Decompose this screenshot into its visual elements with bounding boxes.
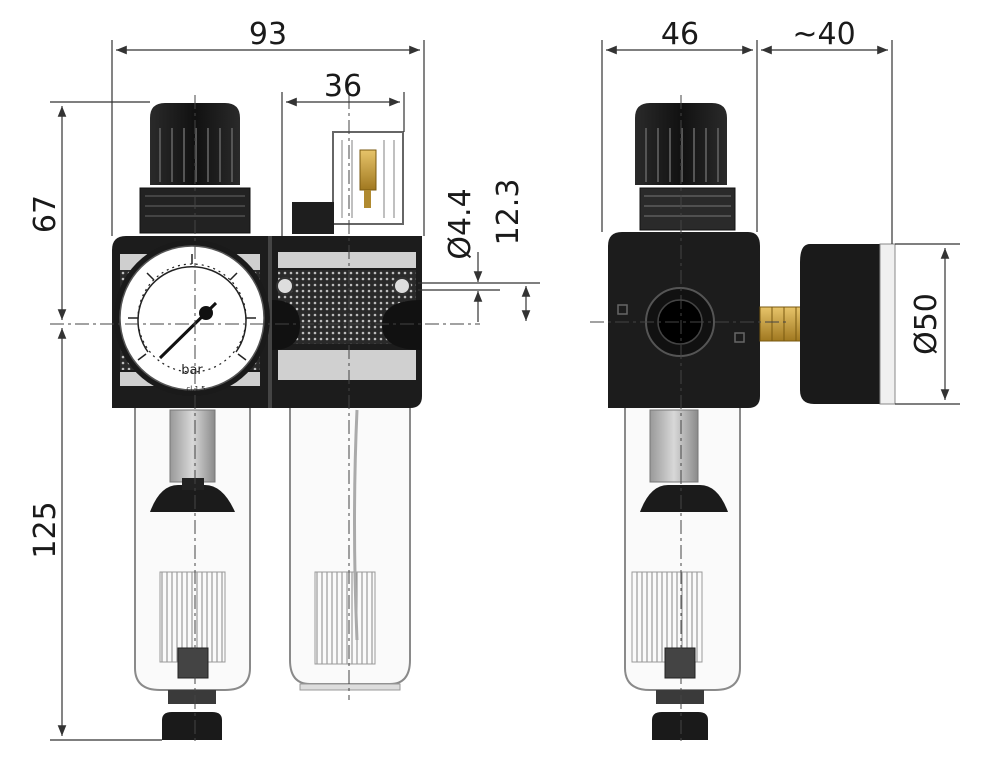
dim-lubricator-width: 36	[324, 69, 362, 104]
side-center-lines	[590, 95, 790, 745]
side-body	[608, 232, 760, 408]
dim-upper-height: 67	[28, 195, 63, 233]
dim-overall-width: 93	[249, 17, 287, 52]
dim-gauge-projection: ~40	[792, 17, 855, 52]
center-lines	[50, 95, 480, 745]
lubricator-bowl	[289, 404, 411, 691]
dim-port-diameter: Ø4.4	[443, 188, 478, 259]
side-dimension-lines	[601, 40, 960, 405]
front-dimension-lines	[50, 40, 540, 741]
dim-gauge-diameter: Ø50	[909, 293, 944, 355]
pressure-gauge: bar cl.1.5	[114, 240, 270, 396]
dim-port-offset: 12.3	[491, 179, 526, 246]
side-pressure-gauge	[759, 243, 896, 405]
oil-sight-dome	[292, 131, 404, 234]
side-regulator-knob	[635, 103, 736, 231]
front-view: bar cl.1.5 93 36 6	[28, 17, 540, 745]
filter-bowl	[134, 404, 251, 740]
side-filter-bowl	[624, 404, 741, 740]
gauge-unit-label: bar	[181, 363, 203, 378]
dim-lower-height: 125	[28, 501, 63, 558]
dim-body-width: 46	[661, 17, 699, 52]
gauge-class-label: cl.1.5	[186, 385, 205, 393]
side-view: 46 ~40 Ø50	[590, 17, 960, 745]
